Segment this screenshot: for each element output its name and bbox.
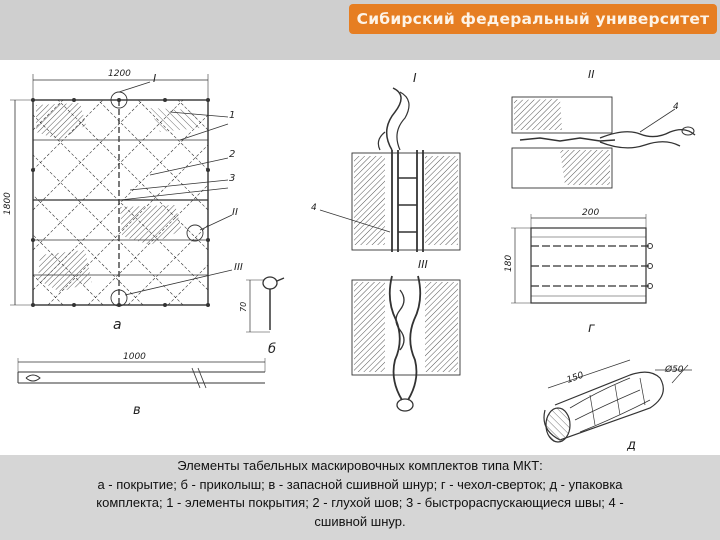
callout-3: 3 xyxy=(229,173,235,184)
dim-width-a: 1200 xyxy=(108,69,131,79)
view-label-III: III xyxy=(418,258,428,271)
dim-dia-d: Ø50 xyxy=(664,364,684,375)
letter-b: б xyxy=(268,342,276,357)
letter-g: г xyxy=(588,321,595,336)
letter-d: д xyxy=(626,438,636,453)
caption-line-4: сшивной шнур. xyxy=(314,513,406,529)
figure-caption: Элементы табельных маскировочных комплек… xyxy=(20,457,700,531)
dim-width-g: 200 xyxy=(582,208,599,218)
dim-height-a: 1800 xyxy=(3,192,13,215)
caption-line-2: а - покрытие; б - приколыш; в - запасной… xyxy=(97,476,623,492)
figure-c-cord xyxy=(17,358,266,389)
caption-band xyxy=(0,455,720,540)
dim-height-g: 180 xyxy=(504,255,514,272)
callout-2: 2 xyxy=(229,149,235,160)
caption-line-3: комплекта; 1 - элементы покрытия; 2 - гл… xyxy=(96,495,624,510)
view-III-detail xyxy=(351,275,461,412)
figure-g-case xyxy=(511,214,653,304)
figure-a-covering xyxy=(10,74,233,307)
view-I-detail xyxy=(319,87,461,252)
callout-4-view-II: 4 xyxy=(673,102,679,112)
letter-a: а xyxy=(113,317,122,333)
university-banner: Сибирский федеральный университет xyxy=(349,4,717,34)
dim-height-b: 70 xyxy=(239,302,248,312)
technical-drawing: 1200 1800 I 1 2 3 II III а 70 б 1000 в xyxy=(3,68,696,453)
view-II-detail xyxy=(511,96,696,189)
figure-d-package xyxy=(543,359,692,443)
view-label-I: I xyxy=(413,71,417,85)
view-label-III-a: III xyxy=(234,262,243,273)
caption-line-1: Элементы табельных маскировочных комплек… xyxy=(177,458,543,473)
dim-width-c: 1000 xyxy=(123,352,146,362)
callout-4-view-I: 4 xyxy=(311,203,317,213)
view-label-II: II xyxy=(588,68,595,81)
callout-1: 1 xyxy=(229,110,235,121)
letter-c: в xyxy=(133,403,141,418)
dim-len-d: 150 xyxy=(566,370,586,385)
figure-b-peg xyxy=(246,276,285,333)
view-label-II-a: II xyxy=(232,207,238,218)
view-label-I-a: I xyxy=(153,72,156,85)
